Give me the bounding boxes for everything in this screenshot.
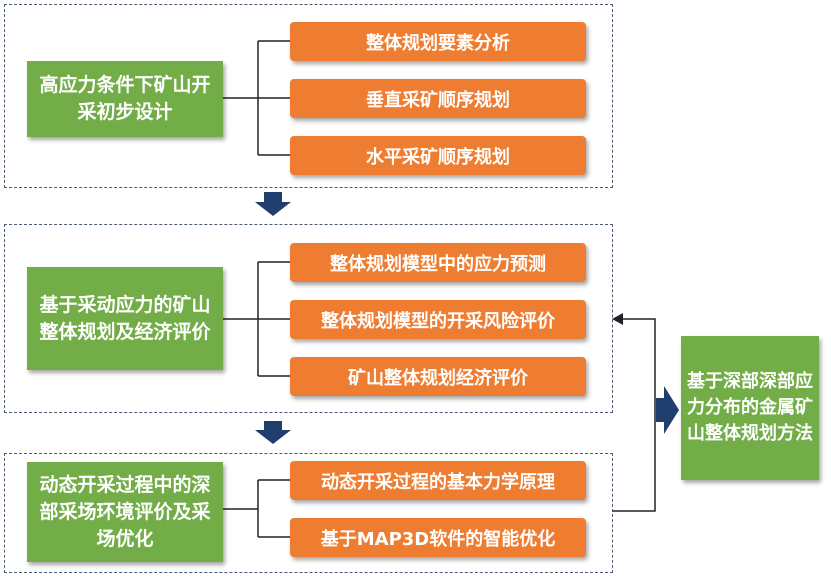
section-1-frame	[4, 4, 613, 188]
item-box: 垂直采矿顺序规划	[290, 79, 586, 118]
method-box: 基于深部深部应力分布的金属矿山整体规划方法	[681, 336, 819, 480]
section-1-title-text: 高应力条件下矿山开采初步设计	[39, 74, 211, 123]
item-box: 矿山整体规划经济评价	[290, 357, 586, 396]
feedback-arrowhead	[612, 313, 623, 325]
section-1-title: 高应力条件下矿山开采初步设计	[27, 61, 223, 137]
item-box: 整体规划要素分析	[290, 22, 586, 61]
item-label: 基于MAP3D软件的智能优化	[320, 528, 556, 550]
section-3-title-text: 动态开采过程中的深部采场环境评价及采场优化	[39, 473, 211, 550]
item-label: 水平采矿顺序规划	[366, 146, 510, 168]
method-title-text: 基于深部深部应力分布的金属矿山整体规划方法	[687, 371, 813, 444]
section-2-title: 基于采动应力的矿山整体规划及经济评价	[27, 267, 223, 370]
item-label: 整体规划模型中的应力预测	[330, 253, 546, 275]
section-2-frame	[4, 224, 613, 413]
section-3-title: 动态开采过程中的深部采场环境评价及采场优化	[27, 462, 223, 562]
item-box: 基于MAP3D软件的智能优化	[290, 518, 586, 557]
item-box: 动态开采过程的基本力学原理	[290, 461, 586, 500]
down-arrow-icon	[255, 192, 291, 216]
right-arrow-icon	[656, 386, 679, 434]
item-box: 整体规划模型的开采风险评价	[290, 300, 586, 339]
item-label: 垂直采矿顺序规划	[366, 89, 510, 111]
item-label: 整体规划要素分析	[366, 32, 510, 54]
section-3-frame	[4, 453, 613, 573]
item-box: 水平采矿顺序规划	[290, 136, 586, 175]
item-label: 动态开采过程的基本力学原理	[321, 471, 555, 493]
feedback-line	[612, 318, 656, 512]
item-label: 整体规划模型的开采风险评价	[321, 310, 555, 332]
down-arrow-icon	[255, 421, 291, 444]
item-label: 矿山整体规划经济评价	[348, 367, 528, 389]
item-box: 整体规划模型中的应力预测	[290, 243, 586, 282]
section-2-title-text: 基于采动应力的矿山整体规划及经济评价	[39, 293, 211, 343]
